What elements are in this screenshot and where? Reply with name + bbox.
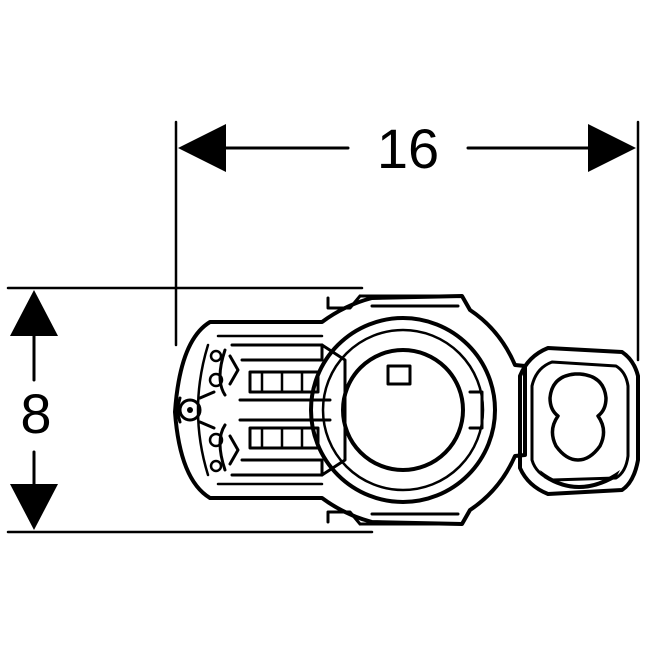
width-label: 16: [377, 117, 439, 180]
valve-body: [173, 294, 527, 526]
bottom-clip: [326, 510, 464, 526]
nozzle: [176, 349, 224, 473]
inner-ring-notch: [386, 364, 412, 386]
spring-mechanism: [218, 343, 347, 477]
float-cup: [518, 346, 640, 496]
ring-tab-right: [468, 390, 484, 430]
width-arrow-left: [178, 124, 226, 172]
width-dimension: 16: [174, 117, 640, 362]
float-cup-outline: [518, 346, 640, 496]
inner-ring: [341, 348, 465, 472]
outer-ring: [309, 316, 497, 504]
height-arrow-bottom: [10, 484, 58, 530]
top-clip: [326, 294, 464, 310]
width-arrow-right: [588, 124, 636, 172]
float-cup-inner: [530, 360, 630, 482]
keyhole-opening: [548, 372, 608, 462]
height-dimension: 8: [6, 286, 374, 534]
valve-housing-inner: [196, 334, 324, 486]
outer-ring-inner: [321, 328, 485, 492]
height-label: 8: [20, 382, 51, 445]
float-cup-shadow: [540, 470, 620, 489]
height-arrow-top: [10, 290, 58, 336]
valve-housing-outline: [173, 294, 527, 526]
